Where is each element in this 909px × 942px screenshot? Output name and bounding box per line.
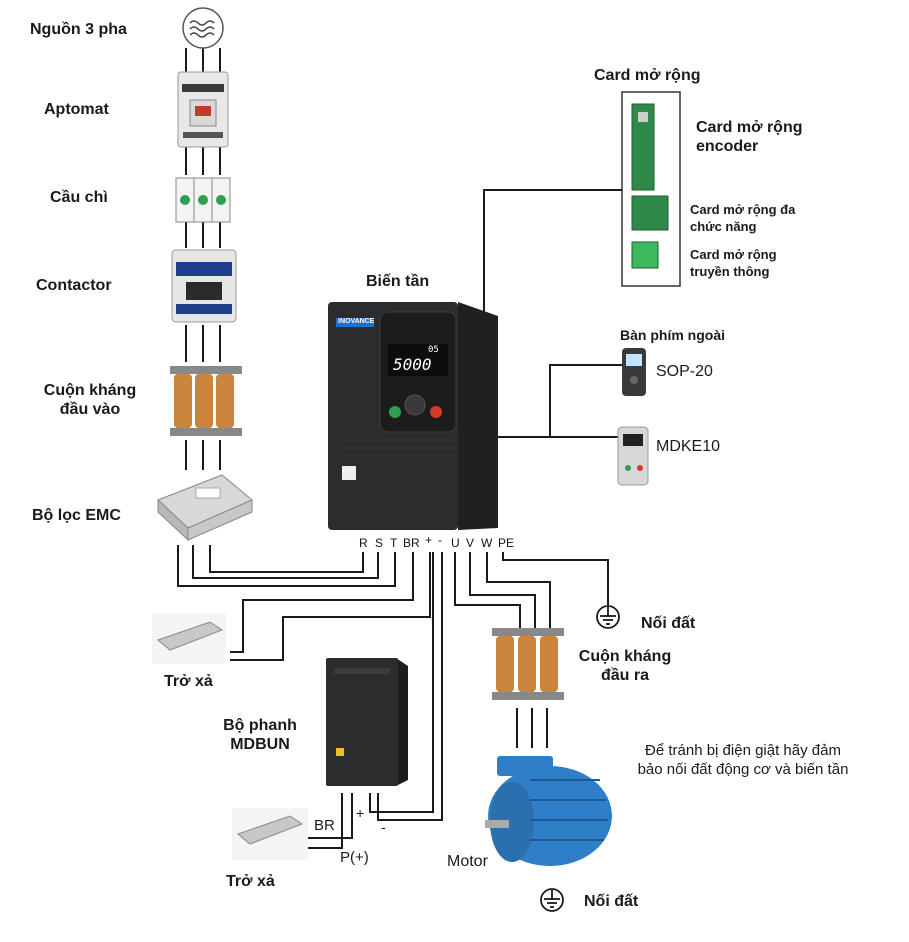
terminal-minus: - <box>438 533 442 547</box>
label-external-keypad: Bàn phím ngoài <box>620 327 725 343</box>
inverter-brand: INOVANCE <box>338 318 375 325</box>
label-contactor: Contactor <box>36 277 112 294</box>
label-keypad-mdke10: MDKE10 <box>656 438 721 455</box>
label-comm-card-line1: Card mở rộng <box>690 247 777 262</box>
inverter-small-display: 05 <box>428 345 439 355</box>
label-comm-card: Card mở rộng truyền thông <box>690 246 777 280</box>
label-brake-minus: - <box>381 819 386 835</box>
breaker-icon <box>177 71 229 148</box>
terminal-r: R <box>359 536 368 550</box>
terminal-t: T <box>390 536 398 550</box>
label-inverter: Biến tần <box>366 273 430 290</box>
label-breaker: Aptomat <box>44 101 109 118</box>
fuse-icon <box>175 177 231 223</box>
label-input-reactor-line2: đầu vào <box>59 401 121 418</box>
label-encoder-card-line1: Card mở rộng <box>696 119 803 136</box>
label-output-reactor: Cuộn kháng đầu ra <box>566 647 684 685</box>
input-reactor-icon <box>170 366 242 436</box>
terminal-s: S <box>375 536 384 550</box>
label-brake-plus: + <box>356 805 365 821</box>
label-multifunction-card-line1: Card mở rộng đa <box>690 202 796 217</box>
label-brake-p: P(+) <box>340 849 369 866</box>
label-encoder-card: Card mở rộng encoder <box>696 118 803 156</box>
label-brake-unit-line1: Bộ phanh <box>223 717 297 734</box>
label-brake-unit-line2: MDBUN <box>230 736 290 753</box>
brake-resistor-bottom-icon <box>232 808 308 860</box>
terminal-plus: + <box>425 533 433 547</box>
label-warning-line1: Để tránh bị điện giật hãy đảm <box>645 742 841 759</box>
label-keypad-sop20: SOP-20 <box>656 363 713 380</box>
emc-filter-icon <box>157 474 253 542</box>
label-brake-resistor-top: Trở xả <box>164 673 213 690</box>
label-expansion-card: Card mở rộng <box>594 67 701 84</box>
contactor-icon <box>171 249 237 323</box>
label-power-source: Nguồn 3 pha <box>30 21 127 38</box>
label-emc-filter: Bộ lọc EMC <box>32 507 121 524</box>
expansion-card-group <box>621 91 681 287</box>
label-multifunction-card: Card mở rộng đa chức năng <box>690 201 795 235</box>
ground-bottom-icon <box>540 888 564 912</box>
label-brake-resistor-bottom: Trở xả <box>226 873 275 890</box>
label-brake-unit: Bộ phanh MDBUN <box>210 716 310 754</box>
label-encoder-card-line2: encoder <box>696 138 759 155</box>
label-warning: Để tránh bị điện giật hãy đảm bảo nối đấ… <box>608 741 878 779</box>
ground-top-icon <box>596 605 620 629</box>
label-input-reactor: Cuộn kháng đầu vào <box>38 381 142 419</box>
label-output-reactor-line2: đầu ra <box>600 667 649 684</box>
inverter-display: 5000 <box>393 355 432 374</box>
label-ground-top: Nối đất <box>641 615 696 632</box>
label-ground-bottom: Nối đất <box>584 893 639 910</box>
label-fuse: Cầu chì <box>50 189 108 206</box>
label-motor: Motor <box>447 853 488 870</box>
mdke10-keypad-icon <box>617 426 649 486</box>
label-input-reactor-line1: Cuộn kháng <box>43 382 137 399</box>
input-wires <box>177 48 622 849</box>
terminal-u: U <box>451 536 460 550</box>
label-brake-br: BR <box>314 817 335 834</box>
label-multifunction-card-line2: chức năng <box>690 219 757 234</box>
output-reactor-icon <box>492 628 564 700</box>
label-comm-card-line2: truyền thông <box>690 264 770 279</box>
three-phase-source-icon <box>182 7 224 49</box>
terminal-w: W <box>481 536 493 550</box>
label-warning-line2: bảo nối đất động cơ và biến tần <box>637 761 849 778</box>
terminal-v: V <box>466 536 475 550</box>
brake-resistor-top-icon <box>152 614 226 664</box>
label-output-reactor-line1: Cuộn kháng <box>578 648 672 665</box>
sop20-keypad-icon <box>622 348 646 396</box>
inverter-icon <box>328 302 498 530</box>
terminal-pe: PE <box>498 536 515 550</box>
motor-icon <box>485 756 612 866</box>
terminal-br: BR <box>403 536 420 550</box>
brake-unit-icon <box>326 658 408 786</box>
